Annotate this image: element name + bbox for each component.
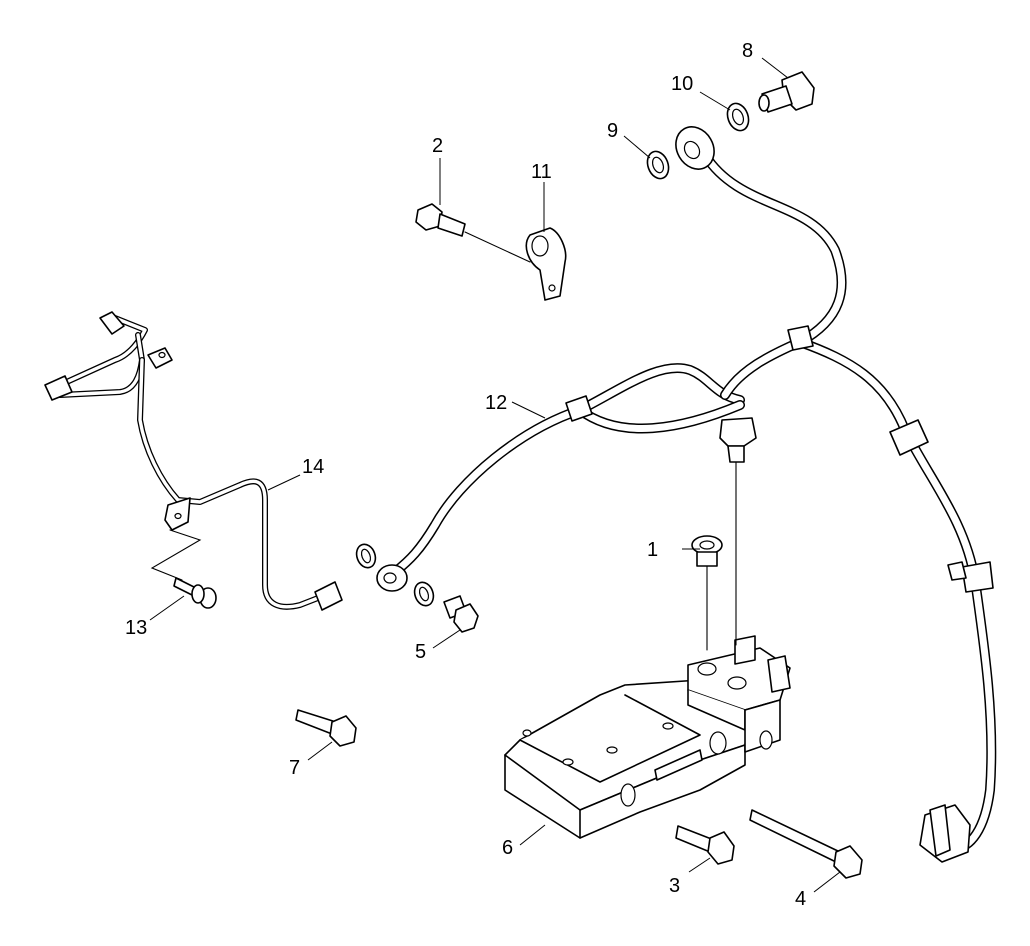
callout-10: 10 bbox=[671, 73, 693, 95]
part-12-pipe-assembly[interactable] bbox=[376, 120, 997, 863]
leader-lines bbox=[149, 57, 841, 893]
callout-14: 14 bbox=[302, 456, 324, 478]
part-13-clip[interactable] bbox=[173, 577, 217, 609]
part-1-plug[interactable] bbox=[691, 535, 723, 651]
callout-4: 4 bbox=[795, 888, 806, 910]
callout-labels: 1 2 3 4 5 6 7 8 9 10 11 12 13 14 bbox=[125, 40, 806, 910]
callout-6: 6 bbox=[502, 837, 513, 859]
part-11-pipe-clip[interactable] bbox=[525, 227, 567, 301]
part-14-sensor-harness[interactable] bbox=[44, 311, 343, 611]
part-4-bolt[interactable] bbox=[749, 809, 863, 879]
callout-13: 13 bbox=[125, 617, 147, 639]
callout-2: 2 bbox=[432, 135, 443, 157]
callout-12: 12 bbox=[485, 392, 507, 414]
part-9-washer[interactable] bbox=[644, 148, 672, 181]
callout-9: 9 bbox=[607, 120, 618, 142]
part-8-banjo-bolt[interactable] bbox=[758, 71, 815, 113]
part-10-washer[interactable] bbox=[724, 100, 752, 133]
callout-1: 1 bbox=[647, 539, 658, 561]
part-3-bolt[interactable] bbox=[675, 825, 735, 865]
part-7-bolt[interactable] bbox=[295, 709, 357, 747]
callout-8: 8 bbox=[742, 40, 753, 62]
part-2-bolt[interactable] bbox=[415, 203, 531, 263]
callout-7: 7 bbox=[289, 757, 300, 779]
part-5-banjo-bolt[interactable] bbox=[353, 542, 479, 633]
callout-3: 3 bbox=[669, 875, 680, 897]
part-6-bracket-block[interactable] bbox=[504, 635, 791, 839]
callout-11: 11 bbox=[531, 161, 552, 183]
callout-5: 5 bbox=[415, 641, 426, 663]
